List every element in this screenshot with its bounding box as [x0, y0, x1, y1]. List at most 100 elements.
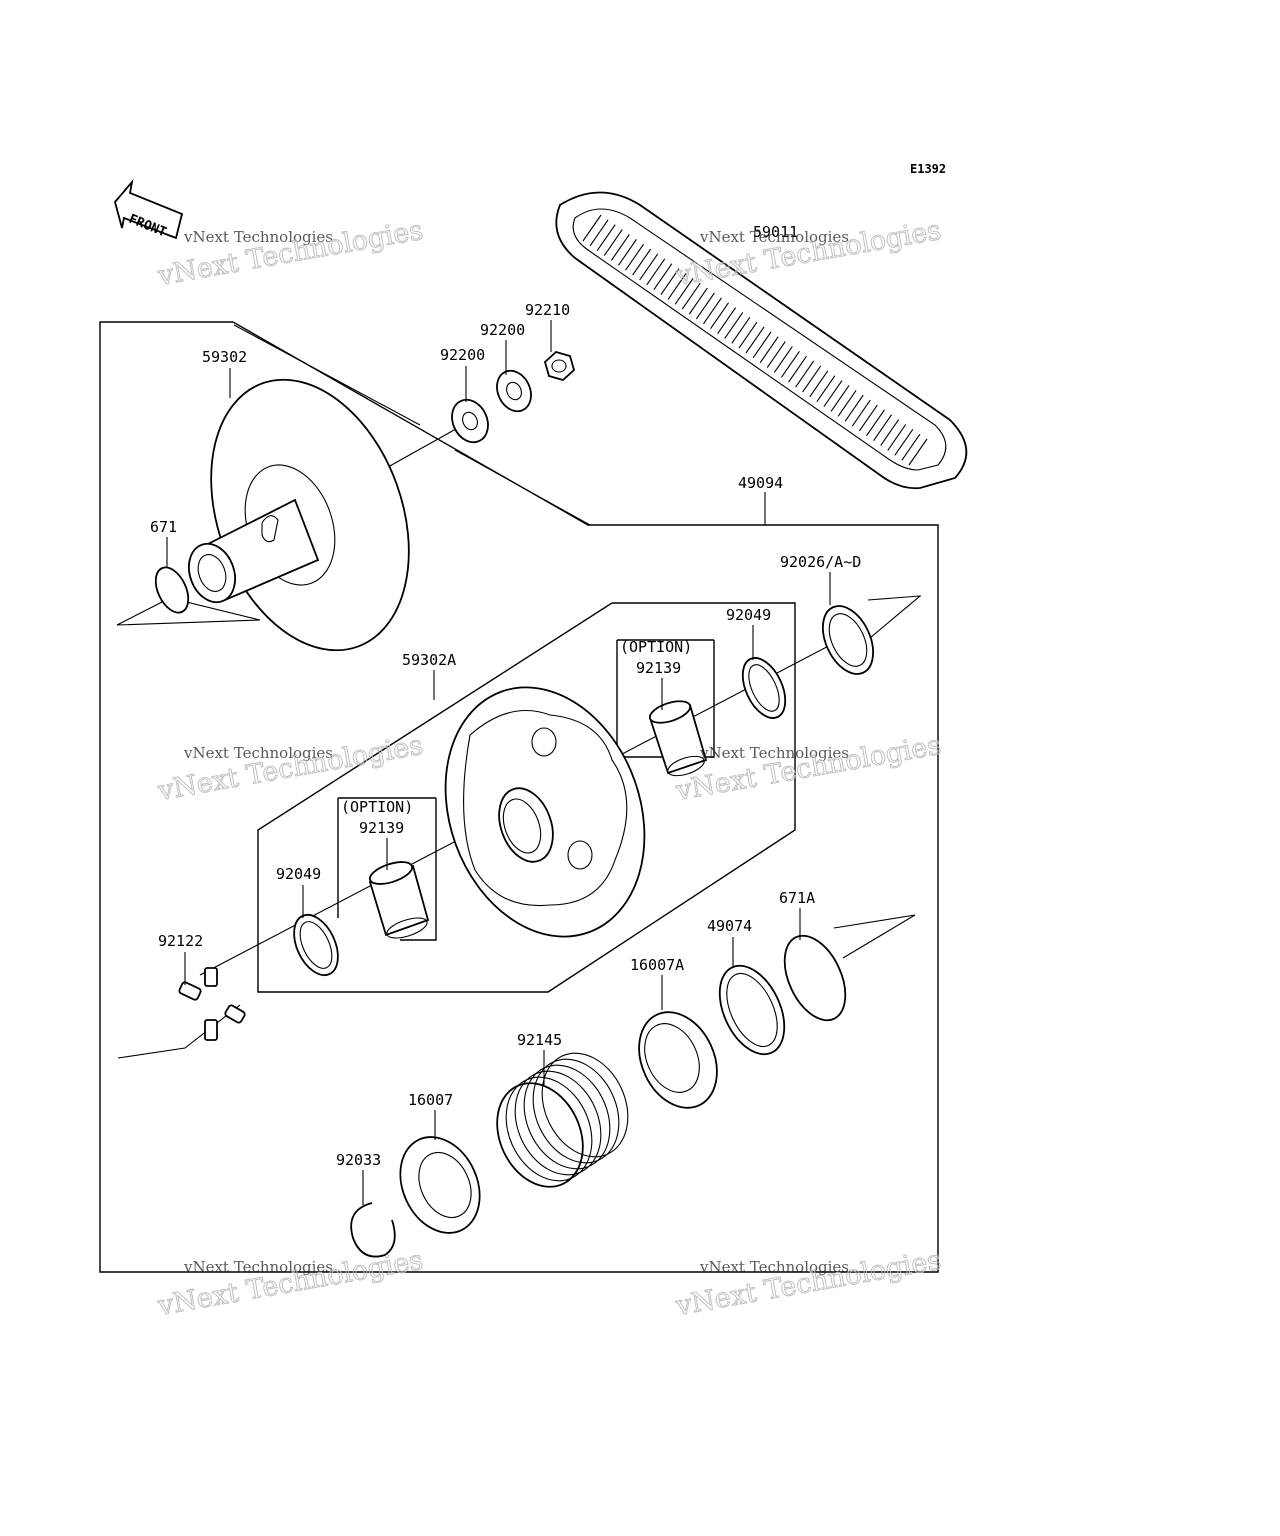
belt-tooth	[724, 312, 744, 339]
svg-text:vNext Technologies: vNext Technologies	[155, 1245, 426, 1322]
watermark-bottom-right: vNext Technologies vNext Technologies	[672, 1244, 944, 1322]
belt-tooth	[688, 287, 708, 315]
belt-tooth	[844, 394, 864, 422]
belt-tooth	[851, 399, 871, 427]
label-92026: 92026/A~D	[780, 553, 861, 571]
leader-lines	[166, 320, 831, 1205]
fixed-sheave-59302	[188, 378, 410, 652]
belt-tooth	[646, 258, 666, 286]
belt-tooth	[660, 268, 680, 295]
svg-text:vNext Technologies: vNext Technologies	[699, 744, 849, 762]
spring-coil	[541, 1052, 629, 1158]
grease-fitting-92122	[178, 967, 246, 1041]
watermark-top-left: vNext Technologies vNext Technologies	[154, 214, 426, 292]
belt-tooth	[773, 346, 793, 373]
movable-sheave-59302A	[444, 686, 646, 938]
front-arrow-icon: FRONT	[114, 178, 184, 240]
belt-tooth	[809, 370, 829, 398]
belt-tooth	[780, 351, 800, 378]
belt-tooth	[908, 438, 928, 466]
belt-tooth	[901, 433, 921, 461]
label-59302A: 59302A	[402, 651, 456, 669]
option-box-left	[337, 797, 437, 941]
diagram-code: E1392	[910, 162, 946, 176]
svg-text:vNext Technologies: vNext Technologies	[155, 730, 426, 807]
label-49094: 49094	[738, 474, 783, 492]
belt-tooth	[745, 326, 765, 354]
pointer-92026	[857, 595, 922, 649]
label-16007: 16007	[408, 1091, 453, 1109]
washer-92026	[822, 605, 874, 675]
circlip-92033	[350, 1202, 396, 1258]
label-92210: 92210	[525, 301, 570, 319]
belt-tooth	[610, 234, 630, 261]
inner-assembly-outline	[257, 602, 796, 993]
belt-tooth	[873, 414, 893, 441]
belt-tooth	[667, 273, 687, 300]
belt-tooth	[866, 409, 885, 437]
label-92145: 92145	[517, 1031, 562, 1049]
spring-92145	[496, 1052, 629, 1188]
belt-tooth	[639, 253, 659, 281]
belt-tooth	[766, 341, 786, 368]
watermark-bottom-left: vNext Technologies vNext Technologies	[154, 1244, 426, 1322]
nut-92210	[543, 350, 576, 382]
svg-text:vNext Technologies: vNext Technologies	[183, 228, 333, 246]
label-92122: 92122	[158, 932, 203, 950]
cam-16007	[399, 1136, 481, 1234]
label-92139-right: 92139	[636, 659, 681, 677]
bushing-92139-left	[368, 861, 430, 939]
belt-tooth	[632, 248, 652, 276]
label-49074: 49074	[707, 917, 752, 935]
watermark-top-right: vNext Technologies vNext Technologies	[672, 214, 944, 292]
belt-tooth	[858, 404, 878, 432]
belt-tooth	[681, 282, 701, 310]
pointer-671	[116, 597, 261, 626]
label-671: 671	[150, 518, 177, 536]
belt-tooth	[717, 307, 737, 334]
leader-top	[233, 324, 421, 426]
label-92200-a: 92200	[480, 321, 525, 339]
svg-text:vNext Technologies: vNext Technologies	[183, 1258, 333, 1276]
belt-tooth	[894, 428, 914, 456]
label-92139-left: 92139	[359, 819, 404, 837]
belt-tooth	[830, 385, 850, 412]
washer-92200-b	[451, 398, 489, 444]
label-59302: 59302	[202, 348, 247, 366]
o-ring-671	[154, 566, 190, 614]
svg-text:vNext Technologies: vNext Technologies	[673, 1245, 944, 1322]
svg-text:vNext Technologies: vNext Technologies	[155, 215, 426, 292]
belt-tooth	[603, 229, 623, 256]
belt-tooth	[759, 336, 779, 364]
label-92200-b: 92200	[440, 346, 485, 364]
belt-tooth	[731, 316, 751, 344]
belt-tooth	[738, 321, 758, 349]
pointer-92122	[117, 1004, 241, 1059]
washer-49074	[718, 964, 786, 1056]
belt-tooth	[880, 419, 900, 446]
spring-coil	[496, 1082, 584, 1188]
svg-text:vNext Technologies: vNext Technologies	[699, 1258, 849, 1276]
assembly-outline	[99, 321, 939, 1273]
seal-92049-left	[293, 914, 339, 976]
option-label-right: (OPTION)	[620, 638, 692, 656]
belt-tooth	[752, 331, 772, 359]
belt-tooth	[582, 214, 602, 242]
seal-92049-right	[741, 657, 787, 719]
bushing-92139-right	[648, 700, 708, 777]
belt-tooth	[710, 302, 730, 329]
svg-text:vNext Technologies: vNext Technologies	[699, 228, 849, 246]
label-92049-right: 92049	[726, 606, 771, 624]
cam-16007A	[638, 1011, 718, 1109]
belt-tooth	[625, 243, 644, 271]
o-ring-671A	[783, 934, 847, 1022]
option-label-left: (OPTION)	[341, 798, 413, 816]
belt-tooth	[788, 355, 807, 383]
belt-tooth	[589, 219, 609, 247]
belt-tooth	[596, 224, 616, 252]
belt-tooth	[695, 292, 715, 320]
belt-tooth	[816, 375, 836, 403]
belt-tooth	[617, 239, 637, 266]
washer-92200-a	[496, 369, 532, 413]
